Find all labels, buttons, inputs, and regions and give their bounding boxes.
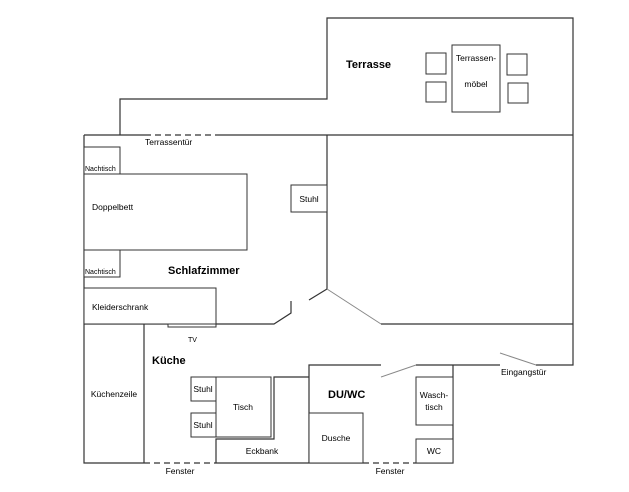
- shower-label: Dusche: [322, 433, 351, 443]
- washbasin: [415, 376, 454, 426]
- kitchenette-label: Küchenzeile: [91, 389, 138, 399]
- toilet: [415, 438, 454, 464]
- room-label-terrace: Terrasse: [346, 59, 391, 71]
- double-bed-label: Doppelbett: [92, 202, 134, 212]
- shower: [308, 412, 364, 464]
- terrace-chair: [506, 53, 528, 76]
- kitchen-chair: [190, 412, 217, 438]
- wardrobe-label: Kleiderschrank: [92, 302, 149, 312]
- walls: [83, 17, 574, 464]
- terrace-furniture-label: möbel: [464, 79, 487, 89]
- nightstand-bottom: [83, 249, 121, 278]
- terrace-chair: [425, 52, 447, 75]
- bathroom-window-label: Fenster: [376, 466, 405, 476]
- terrace-furniture: [451, 44, 501, 113]
- washbasin-label: Wasch-: [420, 390, 449, 400]
- terrace-furniture-label: Terrassen-: [456, 53, 496, 63]
- terrace-chair: [425, 81, 447, 103]
- terrace-chair: [507, 82, 529, 104]
- table-label: Tisch: [233, 402, 253, 412]
- toilet-label: WC: [427, 446, 441, 456]
- washbasin-label: tisch: [425, 402, 443, 412]
- kitchen-window-label: Fenster: [166, 466, 195, 476]
- nightstand-label: Nachtisch: [85, 269, 116, 276]
- tv-label: TV: [188, 337, 197, 344]
- tv: [167, 323, 217, 328]
- terrace-door-label: Terrassentür: [145, 137, 192, 147]
- room-label-kitchen: Küche: [152, 355, 186, 367]
- bathroom-door: [380, 364, 417, 378]
- bedroom-chair-label: Stuhl: [299, 194, 318, 204]
- nightstand-top: [83, 146, 121, 175]
- room-label-bedroom: Schlafzimmer: [168, 265, 240, 277]
- corner-bench-label: Eckbank: [246, 446, 279, 456]
- entrance-door-label: Eingangstür: [501, 367, 547, 377]
- double-bed: [83, 173, 248, 251]
- kitchen-chair-label: Stuhl: [193, 420, 212, 430]
- kitchen-table: [215, 376, 272, 438]
- nightstand-label: Nachtisch: [85, 166, 116, 173]
- kitchen-chair-label: Stuhl: [193, 384, 212, 394]
- room-label-bathroom: DU/WC: [328, 389, 365, 401]
- bedroom-chair: [290, 184, 328, 213]
- wardrobe: [83, 287, 217, 325]
- entrance-door: [499, 352, 537, 366]
- kitchen-chair: [190, 376, 217, 402]
